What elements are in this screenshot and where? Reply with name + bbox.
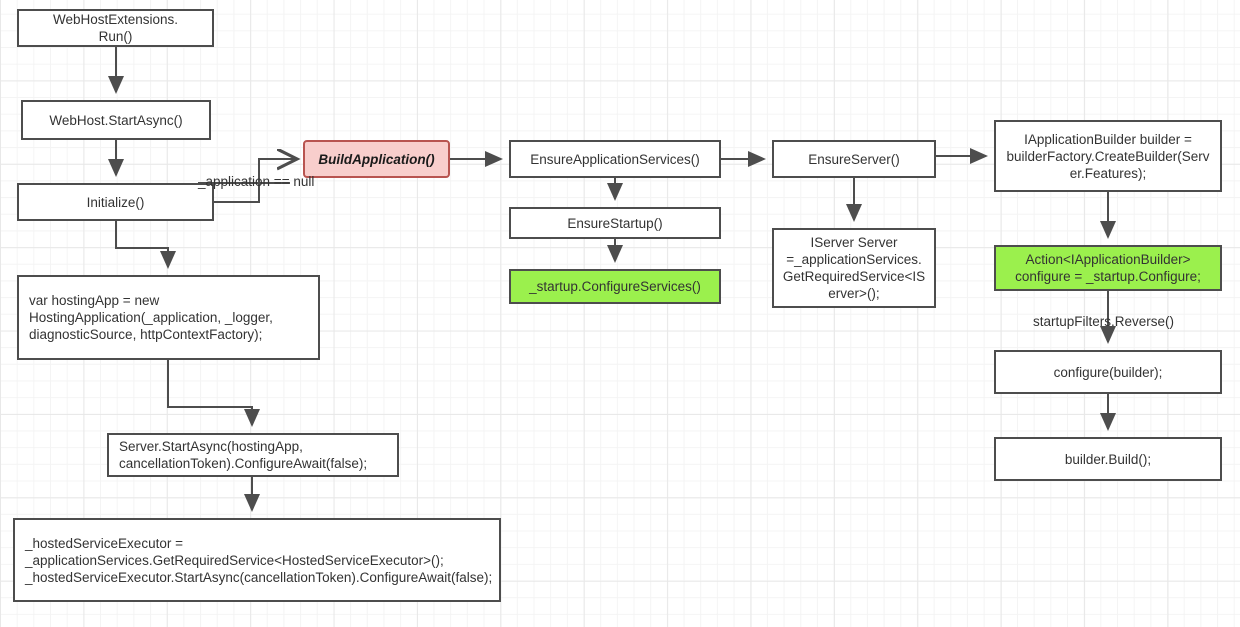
node-builder-build[interactable]: builder.Build();: [994, 437, 1222, 481]
node-webhost-startasync[interactable]: WebHost.StartAsync(): [21, 100, 211, 140]
node-webhostextensions-run[interactable]: WebHostExtensions. Run(): [17, 9, 214, 47]
node-ensureserver[interactable]: EnsureServer(): [772, 140, 936, 178]
node-action-configure[interactable]: Action<IApplicationBuilder> configure = …: [994, 245, 1222, 291]
node-startup-configureservices[interactable]: _startup.ConfigureServices(): [509, 269, 721, 304]
edge-label-application-null: _application == null: [198, 174, 315, 189]
node-iapplicationbuilder-builder[interactable]: IApplicationBuilder builder = builderFac…: [994, 120, 1222, 192]
edge-hostingapp-to-serverstart: [167, 360, 260, 427]
node-ensureapplicationservices[interactable]: EnsureApplicationServices(): [509, 140, 721, 178]
node-iserver-server[interactable]: IServer Server =_applicationServices. Ge…: [772, 228, 936, 308]
node-hostedserviceexecutor[interactable]: _hostedServiceExecutor = _applicationSer…: [13, 518, 501, 602]
edge-label-startupfilters-reverse: startupFilters.Reverse(): [1033, 314, 1175, 329]
edge-initialize-to-hostingapp: [115, 221, 176, 269]
node-configure-builder[interactable]: configure(builder);: [994, 350, 1222, 394]
node-buildapplication[interactable]: BuildApplication(): [303, 140, 450, 178]
node-var-hostingapp[interactable]: var hostingApp = new HostingApplication(…: [17, 275, 320, 360]
node-initialize[interactable]: Initialize(): [17, 183, 214, 221]
node-server-startasync[interactable]: Server.StartAsync(hostingApp, cancellati…: [107, 433, 399, 477]
node-ensurestartup[interactable]: EnsureStartup(): [509, 207, 721, 239]
